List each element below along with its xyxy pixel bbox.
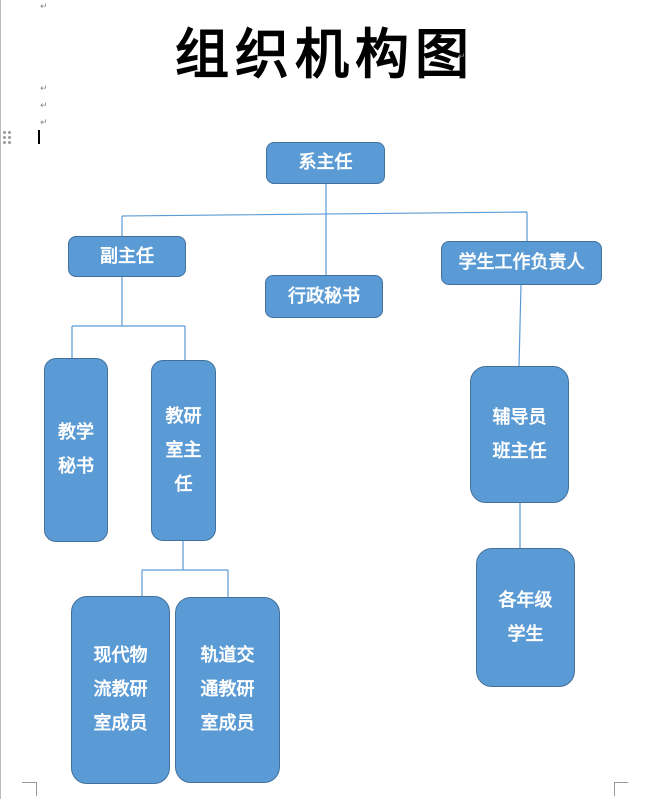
- node-label-line: 任: [174, 473, 193, 495]
- node-label-line: 辅导员: [492, 406, 547, 428]
- text-cursor: [38, 130, 40, 144]
- crop-mark: [614, 782, 629, 796]
- node-label: 行政秘书: [288, 285, 360, 307]
- connector-head-to-branches: [121, 184, 528, 275]
- page-title: 组织机构图: [175, 22, 475, 86]
- node-students: 各年级 学生: [476, 548, 575, 687]
- table-move-handle-icon[interactable]: [3, 131, 13, 145]
- node-label-line: 教研: [165, 405, 202, 427]
- node-label-line: 各年级: [498, 589, 553, 611]
- paragraph-mark: ↵: [40, 84, 48, 94]
- paragraph-mark: ↵: [40, 101, 48, 111]
- crop-mark: [22, 782, 36, 797]
- connector-deputy-to-subs: [71, 277, 186, 360]
- connector-research-to-members: [141, 540, 229, 597]
- page-left-edge: [0, 0, 1, 799]
- node-counselor: 辅导员 班主任: [470, 366, 569, 503]
- node-label-line: 室成员: [93, 713, 148, 734]
- paragraph-mark: ↵: [40, 2, 48, 12]
- node-label-line: 室主: [165, 439, 202, 461]
- node-deputy-head: 副主任: [68, 236, 186, 277]
- node-teaching-secretary: 教学 秘书: [44, 358, 108, 542]
- node-label-line: 通教研: [200, 679, 255, 700]
- node-admin-secretary: 行政秘书: [265, 275, 383, 318]
- node-label-line: 教学: [58, 422, 94, 443]
- node-label-line: 现代物: [93, 645, 148, 666]
- node-label: 学生工作负责人: [458, 252, 585, 273]
- node-dept-head: 系主任: [266, 142, 385, 184]
- crop-mark: [22, 782, 37, 796]
- connector-student-affairs: [518, 284, 522, 548]
- node-label: 系主任: [298, 152, 353, 173]
- node-label-line: 秘书: [58, 456, 94, 477]
- node-label-line: 学生: [507, 623, 544, 645]
- paragraph-mark: ↵: [40, 118, 48, 128]
- node-label-line: 轨道交: [200, 645, 255, 666]
- node-logistics-members: 现代物 流教研 室成员: [71, 596, 170, 784]
- paragraph-mark: ↵: [458, 52, 466, 62]
- node-label-line: 班主任: [492, 440, 547, 462]
- node-rail-members: 轨道交 通教研 室成员: [175, 597, 280, 783]
- node-student-affairs: 学生工作负责人: [441, 241, 602, 285]
- node-research-director: 教研 室主 任: [151, 360, 216, 541]
- crop-mark: [614, 782, 628, 797]
- node-label-line: 流教研: [93, 679, 148, 700]
- node-label-line: 室成员: [200, 713, 255, 734]
- node-label: 副主任: [100, 245, 154, 267]
